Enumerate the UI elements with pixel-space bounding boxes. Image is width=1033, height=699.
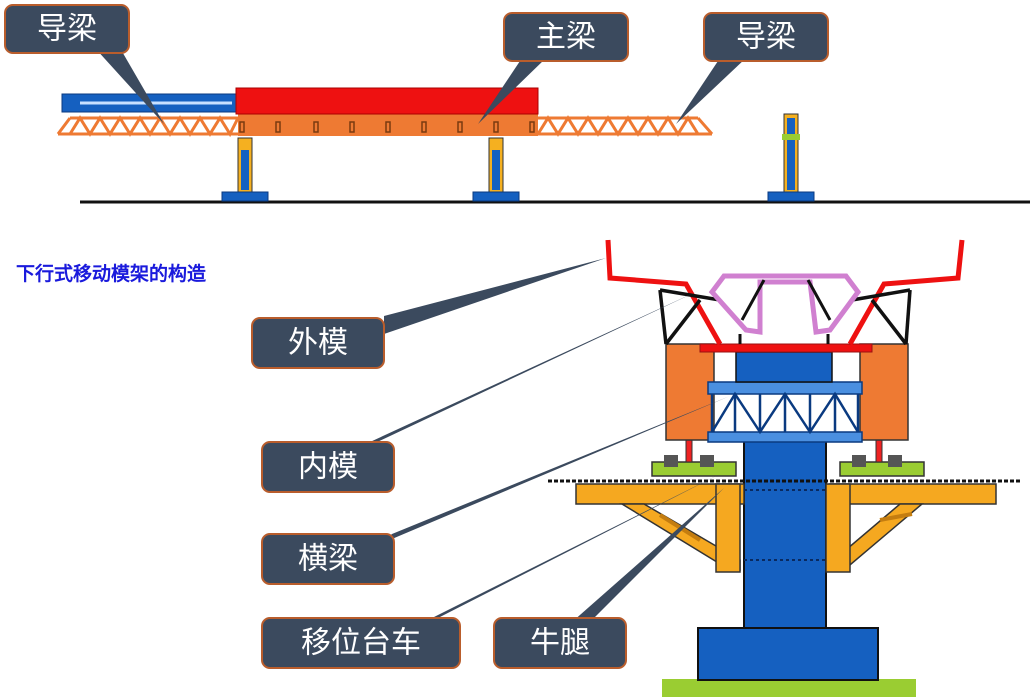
callout-bracket: 牛腿 (493, 617, 627, 669)
trolley-left (651, 439, 737, 477)
bottom-form (699, 343, 873, 353)
callout-outer-form: 外模 (251, 317, 385, 369)
pier-footing (697, 627, 879, 681)
callout-inner-form: 内模 (261, 441, 395, 493)
callout-guide-left: 导梁 (4, 4, 130, 54)
cross-section-view (356, 239, 1020, 697)
section-heading: 下行式移动模架的构造 (16, 262, 207, 285)
ground-strip (662, 679, 916, 697)
callout-label: 导梁 (736, 20, 796, 55)
callout-pointer-bracket (572, 488, 724, 622)
pier-column (743, 439, 827, 629)
pier-1 (221, 137, 269, 202)
elevation-view (56, 48, 1030, 204)
cross-beam-bottom (707, 431, 863, 443)
main-girder-stiffeners (239, 121, 535, 133)
outer-form-struts (658, 288, 912, 346)
bracket-left (575, 483, 745, 573)
main-girder-deck (235, 87, 539, 115)
callout-shift-trolley: 移位台车 (261, 617, 461, 669)
girder-box-left (665, 343, 715, 441)
cross-beam-web (710, 391, 860, 435)
callout-pointer-inner-form (356, 290, 700, 452)
callout-label: 外模 (288, 326, 348, 361)
callout-pointer-guide-right (676, 58, 746, 124)
callout-label: 主梁 (536, 20, 596, 55)
callout-label: 导梁 (37, 12, 97, 47)
callout-pointer-cross-beam (380, 396, 730, 544)
form-support-block (735, 351, 833, 383)
pier-2 (472, 137, 520, 202)
callout-pointer-shift-trolley (420, 474, 720, 624)
outer-form-outline (605, 239, 965, 346)
callout-guide-right: 导梁 (703, 12, 829, 62)
callout-cross-beam: 横梁 (261, 533, 395, 585)
callout-label: 牛腿 (530, 626, 590, 661)
girder-box-right (859, 343, 909, 441)
callout-main-girder: 主梁 (503, 12, 629, 62)
pier-3 (767, 113, 815, 202)
callout-pointer-main-girder (478, 58, 546, 124)
callout-pointer-outer-form (384, 258, 606, 334)
callout-pointer-guide-left (95, 48, 164, 124)
callout-label: 移位台车 (301, 626, 421, 661)
truss-right (536, 115, 714, 137)
trolley-right (839, 439, 925, 477)
callout-label: 内模 (298, 450, 358, 485)
bracket-right (825, 483, 997, 573)
callout-label: 横梁 (298, 542, 358, 577)
inner-form-props (738, 279, 832, 344)
inner-form-shell (708, 273, 862, 335)
truss-left (56, 115, 240, 138)
